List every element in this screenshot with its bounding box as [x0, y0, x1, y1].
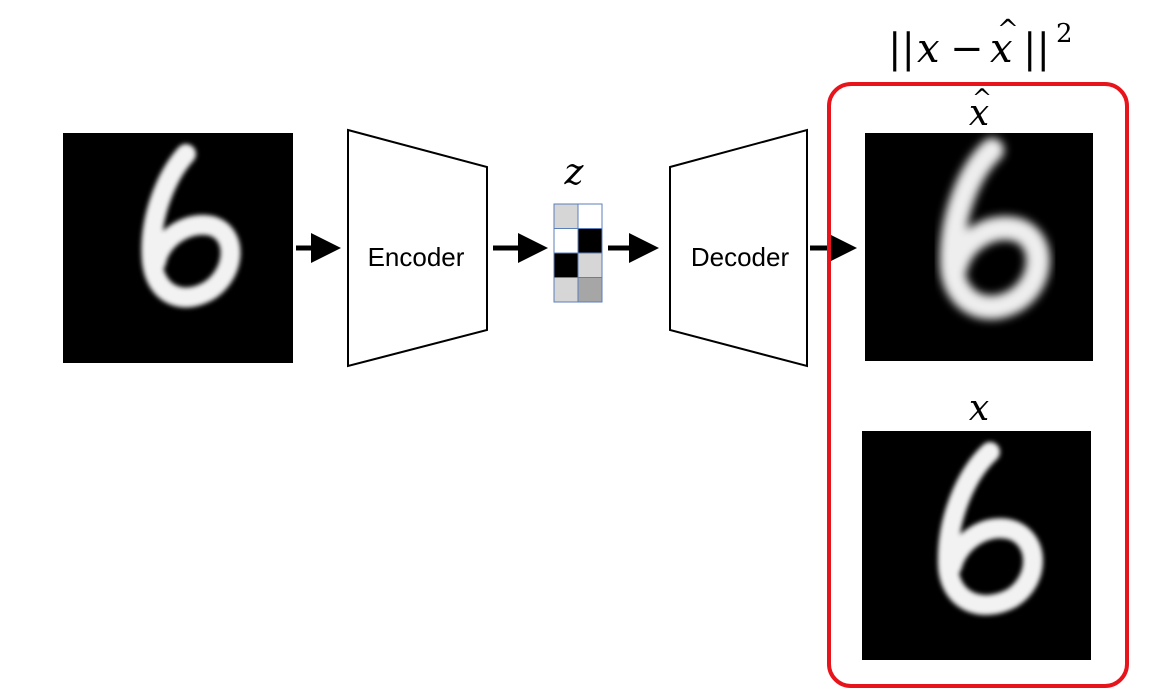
original-image	[862, 431, 1091, 660]
decoder-label: Decoder	[691, 242, 790, 272]
reconstruction-image	[865, 133, 1093, 361]
latent-cell-r3-c1	[577, 277, 603, 303]
reconstruction-hat-accent: ^	[972, 84, 992, 112]
loss-minus: −	[950, 26, 984, 72]
encoder-label: Encoder	[368, 242, 465, 272]
original-symbol: x	[969, 388, 989, 429]
loss-norm-open: ||	[888, 26, 915, 72]
original-digit-six	[937, 442, 1043, 615]
reconstruction-symbol: x	[969, 93, 989, 134]
latent-cell-r2-c1	[577, 252, 603, 278]
input-digit-six	[141, 144, 241, 308]
decoder-block: Decoder	[669, 128, 808, 368]
latent-cell-r2-c0	[553, 252, 579, 278]
encoder-block: Encoder	[347, 128, 488, 368]
latent-cell-r0-c1	[577, 203, 603, 229]
loss-highlight-box	[827, 82, 1129, 688]
latent-symbol: z	[564, 152, 585, 193]
latent-cell-r1-c1	[577, 228, 603, 254]
latent-cell-r0-c0	[553, 203, 579, 229]
loss-hat-accent: ^	[997, 15, 1019, 45]
loss-norm-close: ||	[1023, 26, 1050, 72]
loss-formula: || x − x ^ || 2	[888, 15, 1073, 72]
latent-vector-grid	[553, 203, 603, 303]
loss-x-hat: x	[990, 26, 1013, 72]
latent-cell-r3-c0	[553, 277, 579, 303]
latent-cell-r1-c0	[553, 228, 579, 254]
reconstruction-digit-six	[939, 138, 1050, 320]
input-image	[63, 133, 293, 363]
loss-x: x	[917, 26, 940, 72]
loss-exponent: 2	[1056, 19, 1073, 49]
